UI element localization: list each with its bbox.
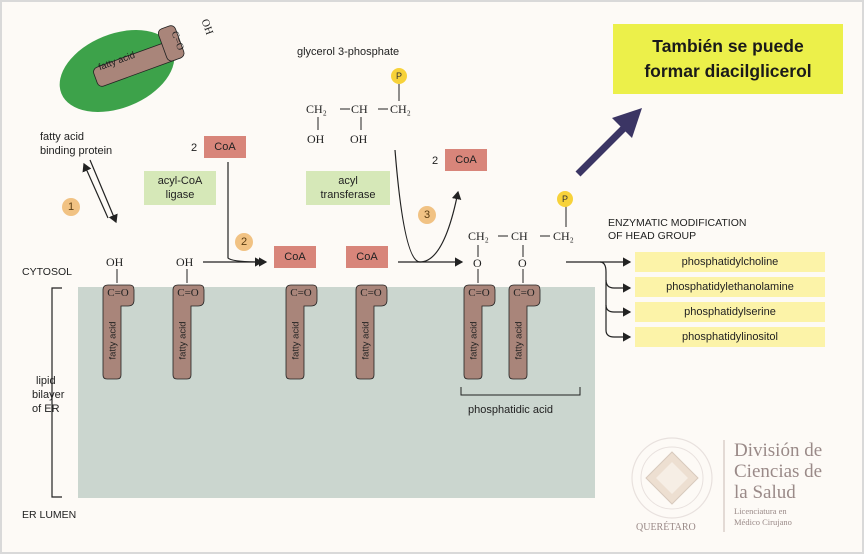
glycerol-oh-2: OH [350, 132, 368, 146]
fatty-acid-label: fatty acid [107, 321, 119, 360]
cytosol-label: CYTOSOL [22, 266, 72, 278]
bilayer-label-1: lipid [36, 375, 56, 387]
logo-division-2: Ciencias de [734, 461, 823, 482]
carbonyl-label: C=O [177, 287, 199, 299]
fatty-acyl-coa-2: C=O fatty acid [352, 284, 388, 380]
product-arrows [566, 257, 632, 342]
fatty-acid-free-2: C=O fatty acid [169, 284, 205, 380]
head-group-label-2: OF HEAD GROUP [608, 230, 697, 242]
coa-box-input: CoA [204, 136, 246, 158]
fatty-acid-shape [172, 284, 205, 380]
phosphatidic-acid-label: phosphatidic acid [468, 404, 554, 416]
pa-backbone-bonds [477, 205, 567, 283]
pa-c2: CH [511, 229, 528, 243]
logo-division-3: la Salud [734, 482, 796, 503]
fatty-acid-label: fatty acid [177, 321, 189, 360]
carbonyl-label: C=O [513, 287, 535, 299]
callout-line-2: formar diacilglicerol [644, 61, 812, 81]
bilayer-label-3: of ER [32, 403, 60, 415]
fatty-acid-shape [285, 284, 318, 380]
coa-box-acyl-1: CoA [274, 246, 316, 268]
arrow-step1-in [89, 159, 118, 224]
glycerol-label: glycerol 3-phosphate [297, 46, 400, 58]
carbonyl-label: C=O [107, 287, 129, 299]
acyl-transferase-box: acyl transferase [306, 171, 390, 205]
pa-fatty-acid-1: C=O fatty acid [460, 284, 496, 380]
logo-program-1: Licenciatura en [734, 506, 787, 516]
callout-line-1: También se puede [652, 36, 804, 56]
pa-bracket [460, 387, 581, 396]
bilayer-label-2: bilayer [32, 389, 65, 401]
fatty-acid-binding-protein [59, 25, 185, 113]
bilayer-bracket [51, 287, 62, 498]
phosphate-icon-1: P [391, 68, 407, 84]
transferase-text: transferase [320, 189, 376, 201]
callout-box: También se puede formar diacilglicerol [613, 24, 843, 94]
glycerol-c1: CH₂ [306, 102, 327, 116]
fatty-acid-shape [355, 284, 388, 380]
coa-box-released: CoA [445, 149, 487, 171]
glycerol-oh-1: OH [307, 132, 325, 146]
acyl-coa-ligase-box: acyl-CoA ligase [144, 171, 216, 205]
step-1-badge: 1 [62, 198, 80, 216]
university-seal-icon [631, 437, 713, 519]
fa-oh-1: OH [106, 255, 124, 269]
fatty-acid-label: fatty acid [290, 321, 302, 360]
coa-count-input: 2 [191, 142, 198, 154]
product-0: phosphatidylcholine [635, 252, 825, 272]
fatty-acid-shape [102, 284, 135, 380]
product-1: phosphatidylethanolamine [635, 277, 825, 297]
logo-division-1: División de [734, 440, 823, 461]
fatty-acid-shape [508, 284, 541, 380]
step-2-badge: 2 [235, 233, 253, 251]
coa-box-acyl-2: CoA [346, 246, 388, 268]
transferase-text: acyl [338, 175, 358, 187]
fatty-acyl-coa-1: C=O fatty acid [282, 284, 318, 380]
er-lumen-label: ER LUMEN [22, 509, 77, 521]
pa-fatty-acid-2: C=O fatty acid [505, 284, 541, 380]
step-3-badge: 3 [418, 206, 436, 224]
ligase-text: acyl-CoA [157, 175, 203, 187]
binding-protein-label-1: fatty acid [40, 131, 85, 143]
fa-oh-2: OH [176, 255, 194, 269]
glycerol-bonds [317, 84, 400, 130]
product-3: phosphatidylinositol [635, 327, 825, 347]
ligase-text: ligase [165, 189, 195, 201]
pa-c1: CH₂ [468, 229, 489, 243]
coa-count-released: 2 [432, 155, 439, 167]
carbonyl-label: C=O [290, 287, 312, 299]
phosphate-icon-2: P [557, 191, 573, 207]
fatty-acid-free-1: C=O fatty acid [99, 284, 135, 380]
oh-stems [116, 269, 188, 283]
carbonyl-label: C=O [468, 287, 490, 299]
fatty-acid-label: fatty acid [513, 321, 525, 360]
product-2: phosphatidylserine [635, 302, 825, 322]
arrow-step1-out [82, 162, 109, 219]
fatty-acid-label: fatty acid [468, 321, 480, 360]
binding-protein-label-2: binding protein [40, 145, 113, 157]
head-group-label-1: ENZYMATIC MODIFICATION [608, 217, 747, 229]
fatty-acid-shape [463, 284, 496, 380]
fatty-acid-label: fatty acid [360, 321, 372, 360]
pa-c3: CH₂ [553, 229, 574, 243]
logo-program-2: Médico Cirujano [734, 517, 792, 527]
glycerol-c2: CH [351, 102, 368, 116]
pa-o-1: O [473, 256, 482, 270]
logo-city: QUERÉTARO [636, 522, 696, 533]
glycerol-c3: CH₂ [390, 102, 411, 116]
callout-arrow [575, 108, 642, 177]
pa-o-2: O [518, 256, 527, 270]
carbonyl-label: C=O [360, 287, 382, 299]
